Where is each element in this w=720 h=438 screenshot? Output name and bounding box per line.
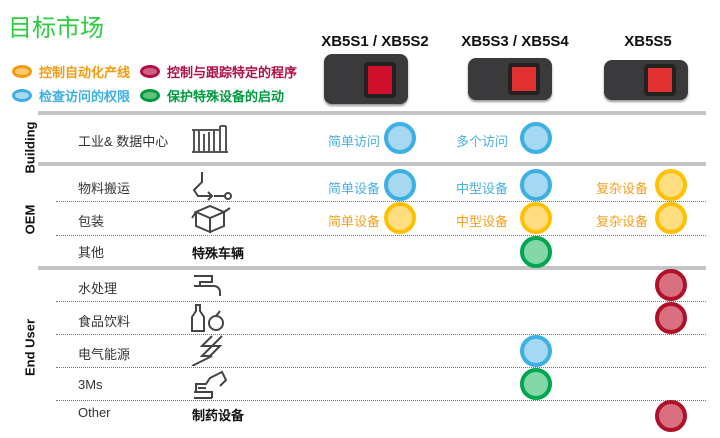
column-header-xb5s3: XB5S3 / XB5S4 [461, 33, 569, 50]
row-label: 其他 [78, 245, 105, 260]
red-circle-icon [655, 400, 687, 432]
green-circle-icon [520, 368, 552, 400]
food-icon [191, 304, 224, 332]
legend-item-protect: 保护特殊设备的启动 [140, 86, 284, 105]
section-end-user: End User [22, 318, 38, 377]
column-header-xb5s1: XB5S1 / XB5S2 [321, 33, 429, 50]
row-label: 物料搬运 [78, 181, 131, 196]
divider [38, 266, 706, 270]
factory-icon [192, 125, 228, 153]
cell-text: 中型设备 [455, 181, 508, 196]
cell-text: 复杂设备 [595, 181, 648, 196]
dotted-divider [56, 301, 706, 302]
row-sublabel: 制药设备 [192, 408, 245, 423]
cell-text: 简单访问 [327, 134, 380, 149]
cell-text: 复杂设备 [595, 214, 648, 229]
row-label: 3Ms [78, 377, 103, 392]
dotted-divider [56, 201, 706, 202]
device-image-xb5s5 [604, 60, 688, 100]
red-circle-icon [655, 302, 687, 334]
blue-oval-icon [12, 89, 32, 102]
cell-text: 简单设备 [327, 214, 380, 229]
legend-item-tracking: 控制与跟踪特定的程序 [140, 62, 297, 81]
row-label: 水处理 [78, 281, 118, 296]
green-circle-icon [520, 236, 552, 268]
legend-item-automation: 控制自动化产线 [12, 62, 130, 81]
excavator-icon [194, 370, 228, 399]
box-icon [191, 204, 231, 234]
row-label: 食品饮料 [78, 314, 131, 329]
dotted-divider [56, 367, 706, 368]
legend-label: 保护特殊设备的启动 [167, 89, 285, 104]
blue-circle-icon [520, 122, 552, 154]
blue-circle-icon [520, 169, 552, 201]
row-sublabel: 特殊车辆 [192, 246, 245, 261]
row-label: Other [78, 405, 111, 420]
green-oval-icon [140, 89, 160, 102]
cell-text: 中型设备 [455, 214, 508, 229]
legend-item-access: 检查访问的权限 [12, 86, 130, 105]
red-oval-icon [140, 65, 160, 78]
row-label: 包装 [78, 214, 105, 229]
conveyor-icon [192, 172, 232, 201]
dotted-divider [56, 400, 706, 401]
cell-text: 简单设备 [327, 181, 380, 196]
orange-oval-icon [12, 65, 32, 78]
yellow-circle-icon [520, 202, 552, 234]
dotted-divider [56, 334, 706, 335]
device-image-xb5s1 [324, 54, 408, 104]
red-circle-icon [655, 269, 687, 301]
blue-circle-icon [520, 335, 552, 367]
row-label: 电气能源 [78, 347, 131, 362]
row-label: 工业& 数据中心 [78, 134, 169, 149]
page-title: 目标市场 [8, 15, 104, 42]
yellow-circle-icon [655, 202, 687, 234]
cell-text: 多个访问 [455, 134, 508, 149]
yellow-circle-icon [384, 202, 416, 234]
section-oem: OEM [22, 204, 38, 235]
section-building: Building [22, 121, 38, 174]
device-image-xb5s3 [468, 58, 552, 100]
dotted-divider [56, 235, 706, 236]
divider [38, 162, 706, 166]
yellow-circle-icon [655, 169, 687, 201]
legend-label: 检查访问的权限 [39, 89, 131, 104]
faucet-icon [194, 275, 221, 296]
blue-circle-icon [384, 122, 416, 154]
legend-label: 控制自动化产线 [39, 65, 131, 80]
column-header-xb5s5: XB5S5 [624, 33, 672, 50]
divider [38, 111, 706, 115]
lightning-icon [191, 335, 223, 366]
legend-label: 控制与跟踪特定的程序 [167, 65, 298, 80]
blue-circle-icon [384, 169, 416, 201]
